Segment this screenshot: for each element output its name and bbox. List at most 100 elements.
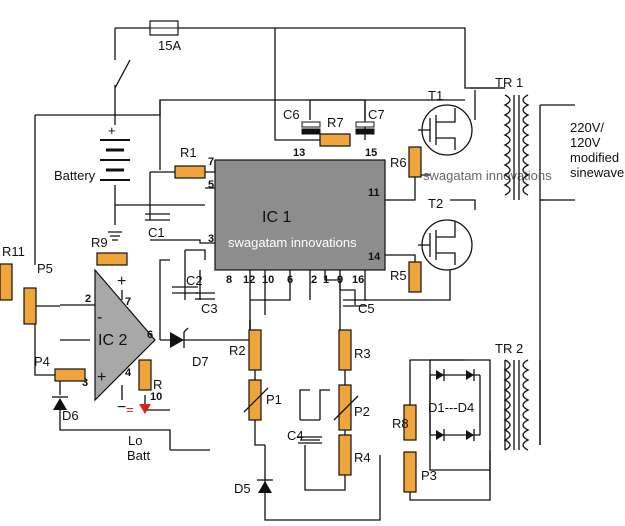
p5-label: P5 xyxy=(37,261,53,276)
r5 xyxy=(408,261,422,293)
output-line-1: 220V/ xyxy=(570,120,604,135)
ic1-pin-15: 15 xyxy=(365,147,377,159)
c2-label: C2 xyxy=(186,273,203,288)
ic1: IC 1 swagatam innovations 7 5 3 13 15 11… xyxy=(208,147,386,286)
ic1-pin-11: 11 xyxy=(368,187,380,199)
ic1-pin-10: 10 xyxy=(262,274,274,286)
ic2-pin-2: 2 xyxy=(85,293,91,305)
ic2-vee-minus: − xyxy=(117,399,126,416)
d7-label: D7 xyxy=(192,354,209,369)
r11-label: R11 xyxy=(2,244,25,259)
ic1-pin-1: 1 xyxy=(323,274,329,286)
p2 xyxy=(338,384,352,431)
p1-label: P1 xyxy=(266,392,282,407)
r10 xyxy=(138,359,152,391)
battery-plus: + xyxy=(108,123,116,138)
p1 xyxy=(248,379,262,421)
ic1-pin-6: 6 xyxy=(287,274,293,286)
r1-label: R1 xyxy=(180,145,197,160)
output-text: 220V/ 120V modified sinewave xyxy=(570,120,624,180)
r7 xyxy=(319,133,351,147)
battery: + Battery xyxy=(54,123,130,241)
transformers: TR 1 TR 2 xyxy=(495,75,530,451)
p4 xyxy=(54,368,86,382)
ic2-vcc-plus: + xyxy=(117,273,126,290)
lo-batt-led xyxy=(139,404,151,414)
r2-label: R2 xyxy=(229,343,246,358)
battery-label: Battery xyxy=(54,168,96,183)
p5 xyxy=(23,287,37,325)
output-line-3: modified xyxy=(570,150,619,165)
watermark-t: swagatam innovations xyxy=(423,168,552,183)
r4 xyxy=(338,434,352,476)
wires xyxy=(34,27,575,521)
ic2-pin-3: 3 xyxy=(82,377,88,389)
ic1-pin-13: 13 xyxy=(293,147,305,159)
r10-label-a: R xyxy=(153,377,162,392)
tr1-label: TR 1 xyxy=(495,75,523,90)
bridge-label: D1---D4 xyxy=(428,400,474,415)
ic2-pin-4: 4 xyxy=(125,367,132,379)
pots: P5 P4 P1 P2 P3 xyxy=(23,261,437,493)
ic2: IC 2 2 7 6 3 4 - + + − xyxy=(82,268,156,416)
c6-label: C6 xyxy=(283,107,300,122)
lo-batt-label-1: Lo xyxy=(128,433,142,448)
ic1-pin-5: 5 xyxy=(208,179,214,191)
c5-label: C5 xyxy=(358,301,375,316)
c1-label: C1 xyxy=(148,225,165,240)
c4-label: C4 xyxy=(287,428,304,443)
p2-label: P2 xyxy=(354,404,370,419)
p3-label: P3 xyxy=(421,468,437,483)
r9 xyxy=(96,252,128,266)
lo-batt-label-2: Batt xyxy=(127,448,151,463)
ic1-pin-2: 2 xyxy=(311,274,317,286)
ic2-pin-6: 6 xyxy=(147,329,153,341)
ic2-plus: + xyxy=(97,369,106,386)
resistors: R1 R7 R6 R5 R9 R11 R 10 R2 R3 R4 R8 xyxy=(0,115,422,476)
t1-label: T1 xyxy=(428,88,443,103)
r4-label: R4 xyxy=(354,450,371,465)
tr2-label: TR 2 xyxy=(495,341,523,356)
r8 xyxy=(403,404,417,441)
ic1-pin-14: 14 xyxy=(368,251,381,263)
ic2-label: IC 2 xyxy=(98,332,127,349)
output-line-4: sinewave xyxy=(570,165,624,180)
r5-label: R5 xyxy=(390,268,407,283)
fuse-label: 15A xyxy=(158,38,181,53)
ic1-pin-9: 9 xyxy=(337,274,343,286)
ic2-pin-7: 7 xyxy=(125,296,131,308)
r7-label: R7 xyxy=(327,115,344,130)
fuse: 15A xyxy=(149,20,181,53)
output-line-2: 120V xyxy=(570,135,601,150)
r6 xyxy=(408,146,422,178)
c7-label: C7 xyxy=(368,107,385,122)
t2-label: T2 xyxy=(428,196,443,211)
r10-label-b: 10 xyxy=(150,391,162,403)
r8-label: R8 xyxy=(392,416,409,431)
watermark-ic1: swagatam innovations xyxy=(228,235,357,250)
ic1-pin-3: 3 xyxy=(208,233,214,245)
r6-label: R6 xyxy=(390,155,407,170)
p4-label: P4 xyxy=(34,354,50,369)
capacitors: C1 C2 C3 C4 C5 C6 C7 xyxy=(145,107,385,444)
led-mark: = xyxy=(126,402,134,417)
ic1-pin-16: 16 xyxy=(352,274,364,286)
p3 xyxy=(403,451,417,493)
ic2-minus: - xyxy=(97,309,102,326)
r2 xyxy=(248,329,262,371)
r11 xyxy=(0,263,13,301)
ic1-pin-12: 12 xyxy=(243,274,255,286)
ic1-pin-8: 8 xyxy=(226,274,232,286)
d5-label: D5 xyxy=(234,481,251,496)
ic1-label: IC 1 xyxy=(262,209,291,226)
r3-label: R3 xyxy=(354,346,371,361)
ic1-pin-7: 7 xyxy=(208,156,214,168)
r9-label: R9 xyxy=(91,235,108,250)
diodes: D7 D6 D5 = Lo Batt D1---D4 xyxy=(52,327,481,496)
c3-label: C3 xyxy=(201,301,218,316)
r3 xyxy=(338,329,352,371)
r1 xyxy=(174,165,206,179)
d6-label: D6 xyxy=(62,408,79,423)
